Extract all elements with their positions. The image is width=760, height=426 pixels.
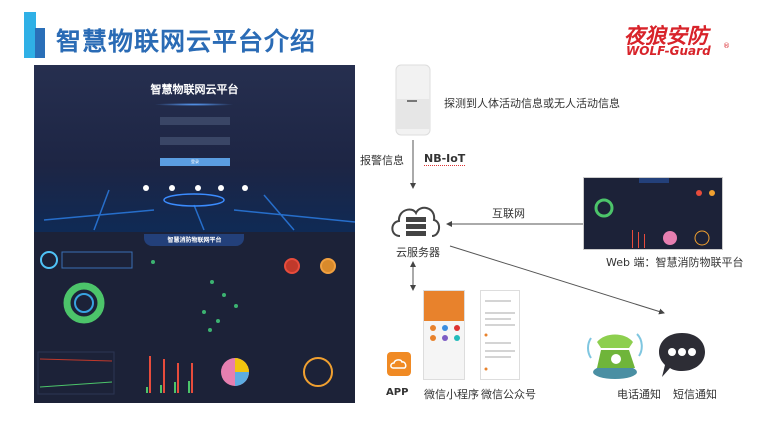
dashboard-widgets: [37, 251, 336, 395]
phone-notify-label: 电话通知: [617, 388, 661, 401]
logo-registered-mark: ®: [723, 42, 730, 50]
cloud-server-label: 云服务器: [396, 246, 440, 259]
mini-program-label: 微信小程序: [424, 388, 479, 401]
sms-notify-label: 短信通知: [673, 388, 717, 401]
alarm-info-label: 报警信息: [360, 154, 404, 167]
page-title: 智慧物联网云平台介绍: [56, 27, 317, 56]
app-label: APP: [386, 387, 409, 398]
login-button: 登录: [160, 158, 230, 166]
app-icon: [387, 352, 411, 376]
dashboard-screen: 智慧消防物联网平台: [34, 232, 355, 403]
web-platform-screenshot: [583, 177, 723, 250]
internet-label: 互联网: [492, 207, 525, 220]
platform-screenshot: 智慧物联网云平台 登录 智慧消防物联网平台: [34, 65, 355, 403]
sensor-caption: 探测到人体活动信息或无人活动信息: [444, 97, 620, 110]
city-lights-graphic: [43, 185, 355, 231]
official-account-label: 微信公众号: [481, 388, 536, 401]
official-account-screenshot: [480, 290, 520, 380]
cloud-server-icon: [391, 206, 440, 237]
pir-sensor-image: [395, 64, 431, 136]
username-input: [160, 117, 230, 125]
sms-chat-icon: [659, 333, 705, 377]
logo-chinese: 夜狼安防: [624, 24, 708, 48]
web-caption: Web 端：智慧消防物联平台: [606, 256, 744, 269]
title-accent-bar-dark: [35, 28, 45, 58]
title-accent-bar-light: [24, 12, 36, 58]
arrow-cloud-to-notify: [449, 245, 665, 315]
mini-program-screenshot: [423, 290, 465, 380]
password-input: [160, 137, 230, 145]
glow-divider: [154, 103, 234, 106]
dashboard-title: 智慧消防物联网平台: [167, 237, 222, 244]
nb-iot-label: NB-IoT: [424, 152, 466, 166]
login-screen: 智慧物联网云平台 登录: [34, 65, 355, 232]
phone-call-icon: [587, 333, 643, 379]
logo-english: WOLF-Guard: [626, 44, 711, 58]
login-button-label: 登录: [191, 159, 199, 164]
login-title: 智慧物联网云平台: [150, 83, 239, 96]
